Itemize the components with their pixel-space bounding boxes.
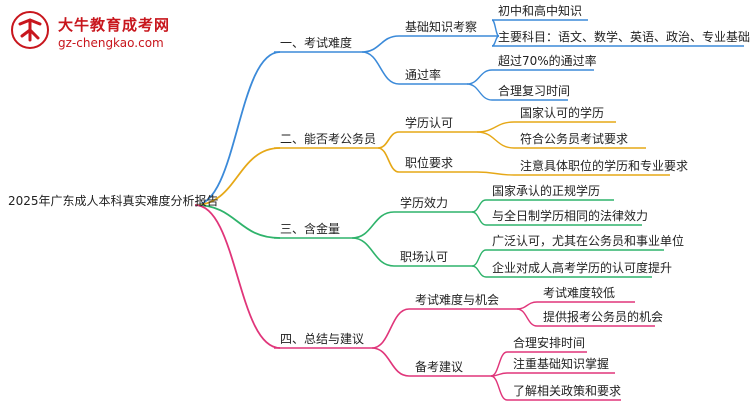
link-branch-3-sub-2 bbox=[351, 237, 395, 267]
link-sub-1-2-leaf-2 bbox=[466, 83, 493, 101]
link-sub-4-2-leaf-3 bbox=[490, 375, 508, 401]
leaf-node-2-2-1: 注意具体职位的学历和专业要求 bbox=[520, 158, 688, 173]
sub-node-4-2: 备考建议 bbox=[415, 360, 463, 374]
leaf-node-3-2-1: 广泛认可，尤其在公务员和事业单位 bbox=[492, 233, 684, 248]
leaf-node-4-2-2: 注重基础知识掌握 bbox=[513, 356, 609, 371]
branch-4: 四、总结与建议 bbox=[280, 332, 364, 346]
sub-node-3-2: 职场认可 bbox=[400, 250, 448, 264]
leaf-node-4-2-3: 了解相关政策和要求 bbox=[513, 384, 621, 398]
link-sub-3-2-leaf-2 bbox=[471, 265, 487, 278]
link-branch-4-sub-1 bbox=[371, 308, 410, 349]
link-branch-2-sub-2 bbox=[377, 147, 400, 173]
sub-node-4-1: 考试难度与机会 bbox=[415, 292, 499, 307]
link-branch-4-sub-2 bbox=[371, 347, 410, 377]
leaf-node-2-1-1: 国家认可的学历 bbox=[520, 105, 604, 120]
link-sub-2-2-leaf-1 bbox=[476, 171, 515, 176]
logo-mark-icon bbox=[11, 11, 49, 49]
branch-3: 三、含金量 bbox=[280, 221, 340, 236]
branch-2: 二、能否考公务员 bbox=[280, 131, 376, 146]
logo-url: gz-chengkao.com bbox=[58, 36, 164, 50]
link-branch-2-sub-1 bbox=[377, 131, 400, 149]
link-root-branch-1 bbox=[194, 51, 281, 206]
leaf-node-2-1-2: 符合公务员考试要求 bbox=[520, 131, 628, 146]
leaf-node-4-2-1: 合理安排时间 bbox=[513, 335, 585, 350]
branch-1: 一、考试难度 bbox=[280, 35, 352, 50]
link-sub-3-1-leaf-2 bbox=[471, 211, 487, 226]
leaf-node-1-2-1: 超过70%的通过率 bbox=[498, 53, 597, 68]
site-logo: 大牛教育成考网 gz-chengkao.com bbox=[6, 6, 206, 56]
link-sub-4-1-leaf-1 bbox=[516, 301, 538, 310]
leaf-node-4-1-1: 考试难度较低 bbox=[543, 285, 615, 300]
link-root-branch-2 bbox=[194, 147, 281, 206]
leaf-node-3-2-2: 企业对成人高考学历的认可度提升 bbox=[492, 260, 672, 275]
link-sub-1-2-leaf-1 bbox=[466, 69, 493, 85]
logo-title: 大牛教育成考网 bbox=[58, 16, 171, 34]
link-branch-1-sub-2 bbox=[361, 51, 400, 85]
link-sub-2-1-leaf-1 bbox=[476, 121, 515, 133]
link-sub-3-2-leaf-1 bbox=[471, 249, 487, 267]
link-sub-3-1-leaf-1 bbox=[471, 199, 487, 213]
link-sub-2-1-leaf-2 bbox=[476, 131, 515, 149]
root-node: 2025年广东成人本科真实难度分析报告 bbox=[8, 193, 219, 208]
sub-node-2-2: 职位要求 bbox=[405, 155, 453, 170]
leaf-node-4-1-2: 提供报考公务员的机会 bbox=[543, 309, 663, 324]
leaf-node-3-1-2: 与全日制学历相同的法律效力 bbox=[492, 208, 648, 223]
leaf-node-1-2-2: 合理复习时间 bbox=[498, 83, 570, 98]
link-root-branch-3 bbox=[194, 204, 281, 239]
sub-node-1-2: 通过率 bbox=[405, 67, 441, 82]
link-branch-1-sub-1 bbox=[361, 35, 400, 53]
link-sub-4-2-leaf-1 bbox=[490, 351, 508, 377]
leaf-node-3-1-1: 国家承认的正规学历 bbox=[492, 183, 600, 198]
link-branch-3-sub-1 bbox=[351, 211, 395, 239]
sub-node-3-1: 学历效力 bbox=[400, 195, 448, 210]
link-sub-4-1-leaf-2 bbox=[516, 308, 538, 327]
sub-node-2-1: 学历认可 bbox=[405, 115, 453, 130]
link-root-branch-4 bbox=[194, 204, 281, 349]
leaf-node-1-1-1: 初中和高中知识 bbox=[498, 3, 582, 18]
sub-node-1-1: 基础知识考察 bbox=[405, 20, 477, 34]
leaf-node-1-1-2: 主要科目：语文、数学、英语、政治、专业基础 bbox=[498, 29, 750, 44]
